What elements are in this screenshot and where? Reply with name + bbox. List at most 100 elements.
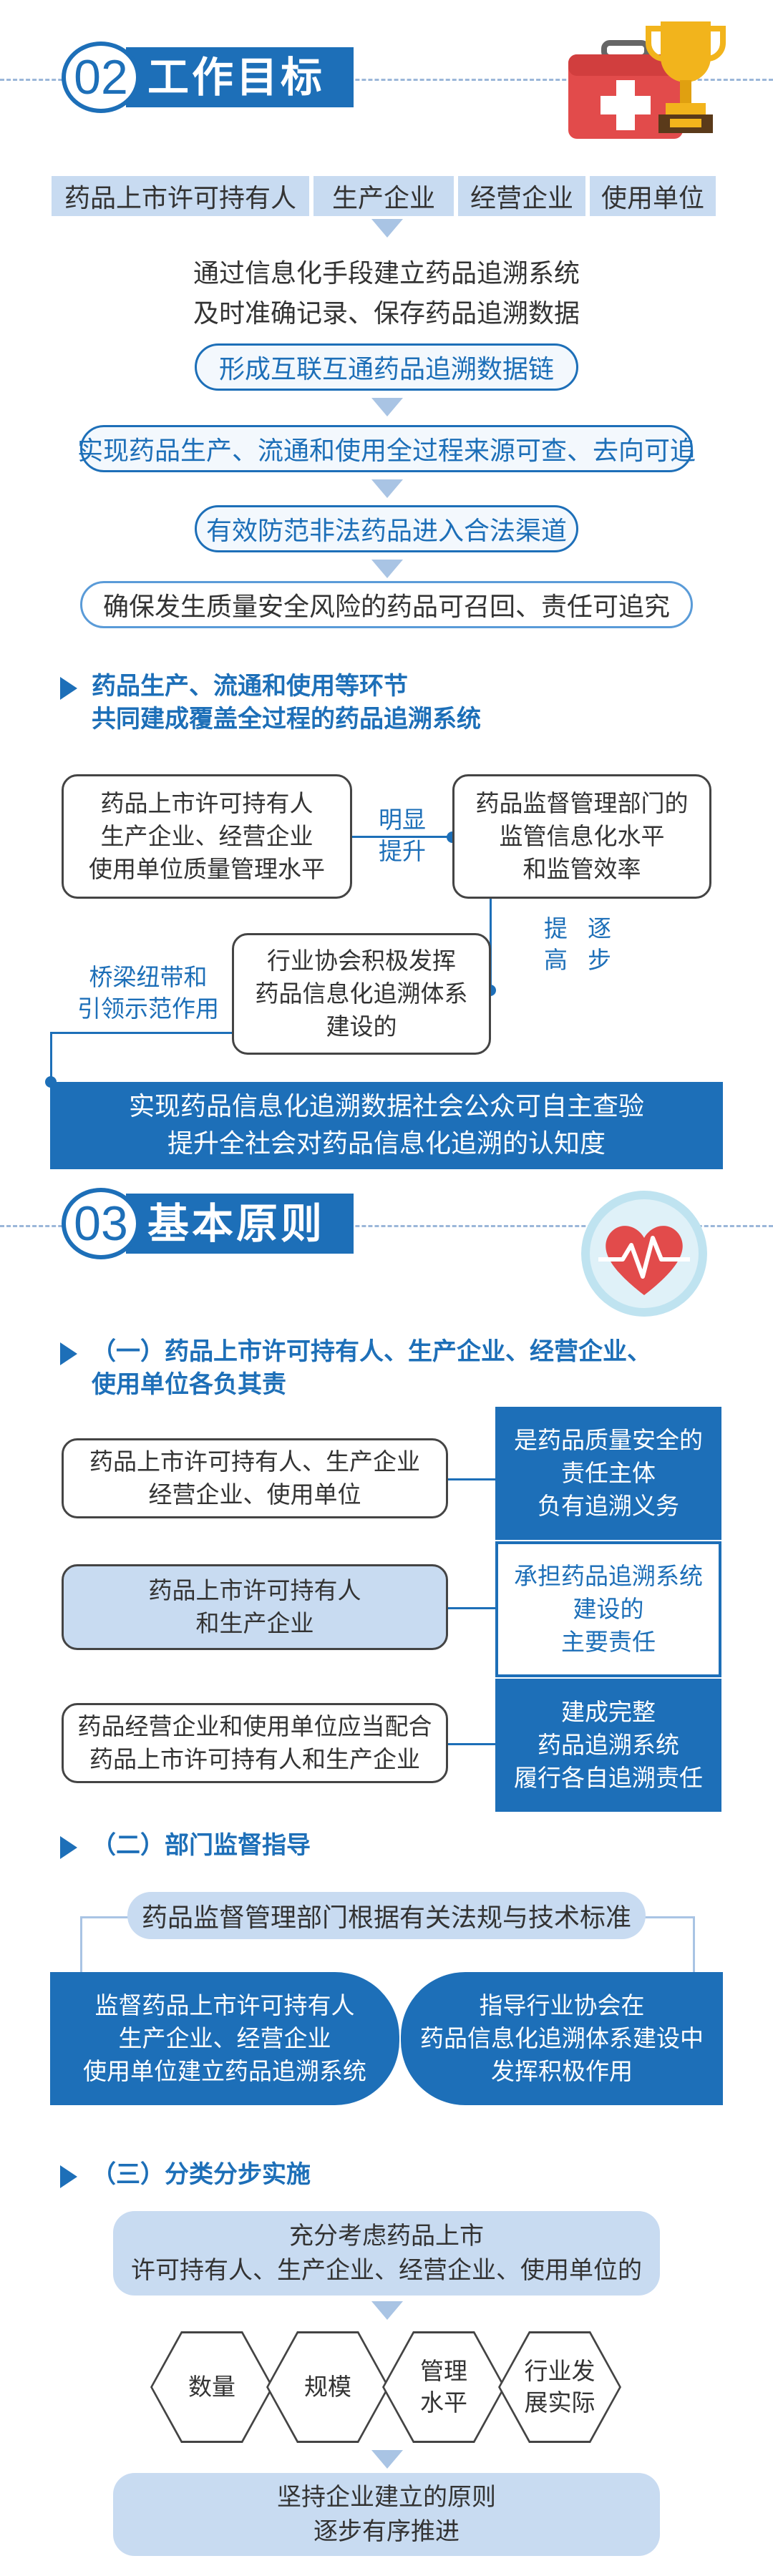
box-line: 主要责任 — [498, 1626, 719, 1659]
subsection-heading: 药品生产、流通和使用等环节 共同建成覆盖全过程的药品追溯系统 — [92, 670, 481, 736]
box-enterprise-quality: 药品上市许可持有人 生产企业、经营企业 使用单位质量管理水平 — [62, 774, 352, 899]
banner-line: 提升全社会对药品信息化追溯的认知度 — [50, 1126, 723, 1163]
factor-hexagon: 规模 — [266, 2331, 389, 2443]
connector-line — [352, 836, 452, 838]
goal-pill: 确保发生质量安全风险的药品可召回、责任可追究 — [80, 581, 693, 628]
box-line: 充分考虑药品上市 — [113, 2219, 660, 2253]
box-line: 责任主体 — [495, 1457, 721, 1490]
subsection-heading: （三）分类分步实施 — [92, 2158, 311, 2191]
tab-user-unit: 使用单位 — [590, 176, 716, 216]
link-char: 逐 — [588, 914, 611, 942]
hex-label: 规模 — [304, 2371, 351, 2403]
link-label-bridge: 桥梁纽带和 引领示范作用 — [66, 962, 230, 1025]
hex-label: 展实际 — [525, 2387, 595, 2419]
duty-left-box: 药品上市许可持有人、生产企业 经营企业、使用单位 — [62, 1438, 448, 1518]
link-char: 提 — [544, 914, 568, 942]
box-line: 负有追溯义务 — [495, 1490, 721, 1523]
section-02-header: 02 工作目标 — [62, 42, 354, 113]
arrow-icon — [371, 219, 403, 238]
subject-tabs: 药品上市许可持有人 生产企业 经营企业 使用单位 — [52, 176, 716, 216]
hex-label: 水平 — [420, 2387, 467, 2419]
bullet-triangle-icon — [60, 1342, 77, 1365]
arrow-icon — [371, 560, 403, 578]
box-line: 药品上市许可持有人 — [101, 787, 313, 820]
box-line: 承担药品追溯系统 — [498, 1560, 719, 1593]
intro-line: 及时准确记录、保存药品追溯数据 — [0, 296, 773, 332]
box-line: 药品上市许可持有人、生产企业 — [89, 1445, 420, 1478]
subsection-heading: （一）药品上市许可持有人、生产企业、经营企业、 使用单位各负其责 — [92, 1335, 651, 1401]
dept-supervise-box: 监督药品上市许可持有人 生产企业、经营企业 使用单位建立药品追溯系统 — [50, 1972, 399, 2105]
principle-box: 坚持企业建立的原则 逐步有序推进 — [113, 2473, 660, 2556]
box-line: 监督药品上市许可持有人 — [50, 1989, 399, 2022]
link-label-step: 提逐 高步 — [544, 913, 618, 976]
hex-label: 数量 — [188, 2371, 235, 2403]
connector-line — [448, 1607, 495, 1609]
heart-pulse-icon — [578, 1188, 710, 1319]
box-line: 是药品质量安全的 — [495, 1424, 721, 1457]
box-line: 药品追溯系统 — [495, 1729, 721, 1762]
hex-label: 管理 — [420, 2356, 467, 2387]
link-char: 高 — [544, 946, 568, 974]
dept-guide-box: 指导行业协会在 药品信息化追溯体系建设中 发挥积极作用 — [401, 1972, 723, 2105]
subsection-heading-line: （一）药品上市许可持有人、生产企业、经营企业、 — [92, 1335, 651, 1368]
box-line: 药品信息化追溯体系 — [256, 977, 468, 1010]
connector-line — [50, 1032, 232, 1034]
factor-hexagon: 行业发展实际 — [498, 2331, 621, 2443]
box-line: 建设的 — [326, 1010, 397, 1043]
connector-line — [448, 1743, 495, 1745]
section-number: 03 — [62, 1188, 140, 1259]
duty-left-box: 药品经营企业和使用单位应当配合 药品上市许可持有人和生产企业 — [62, 1703, 448, 1783]
link-char: 步 — [588, 946, 611, 974]
hex-label: 行业发 — [525, 2356, 595, 2387]
box-line: 使用单位质量管理水平 — [89, 853, 325, 886]
arrow-icon — [371, 2450, 403, 2469]
bullet-triangle-icon — [60, 677, 77, 700]
duty-right-box: 是药品质量安全的 责任主体 负有追溯义务 — [495, 1407, 721, 1540]
goal-pill: 实现药品生产、流通和使用全过程来源可查、去向可追 — [80, 425, 693, 472]
box-regulator-efficiency: 药品监督管理部门的 监管信息化水平 和监管效率 — [452, 774, 711, 899]
bullet-triangle-icon — [60, 2165, 77, 2188]
bullet-triangle-icon — [60, 1836, 77, 1859]
consider-box: 充分考虑药品上市 许可持有人、生产企业、经营企业、使用单位的 — [113, 2211, 660, 2296]
box-line: 行业协会积极发挥 — [267, 945, 456, 977]
box-line: 许可持有人、生产企业、经营企业、使用单位的 — [113, 2253, 660, 2288]
box-line: 发挥积极作用 — [401, 2055, 723, 2088]
section-title: 工作目标 — [126, 47, 354, 107]
factor-hexagon: 数量 — [150, 2331, 273, 2443]
box-line: 和监管效率 — [523, 853, 641, 886]
section-03-header: 03 基本原则 — [62, 1188, 354, 1259]
duty-right-box: 承担药品追溯系统 建设的 主要责任 — [495, 1541, 721, 1677]
tab-mah: 药品上市许可持有人 — [52, 176, 309, 216]
box-line: 药品信息化追溯体系建设中 — [401, 2022, 723, 2055]
subsection-heading-line: 药品生产、流通和使用等环节 — [92, 670, 481, 703]
tab-distributor: 经营企业 — [458, 176, 585, 216]
box-line: 药品监督管理部门的 — [476, 787, 689, 820]
box-line: 指导行业协会在 — [401, 1989, 723, 2022]
arrow-icon — [371, 398, 403, 416]
banner-line: 实现药品信息化追溯数据社会公众可自主查验 — [50, 1088, 723, 1126]
box-line: 逐步有序推进 — [113, 2514, 660, 2549]
box-line: 药品上市许可持有人和生产企业 — [89, 1743, 420, 1776]
box-industry-association: 行业协会积极发挥 药品信息化追溯体系 建设的 — [232, 933, 491, 1055]
dept-basis-pill: 药品监督管理部门根据有关法规与技术标准 — [127, 1892, 646, 1939]
box-line: 使用单位建立药品追溯系统 — [50, 2055, 399, 2088]
arrow-icon — [371, 479, 403, 498]
link-line: 明显 — [366, 804, 438, 836]
duty-right-box: 建成完整 药品追溯系统 履行各自追溯责任 — [495, 1679, 721, 1812]
intro-line: 通过信息化手段建立药品追溯系统 — [0, 256, 773, 292]
tab-producer: 生产企业 — [313, 176, 454, 216]
link-line: 提升 — [366, 836, 438, 867]
connector-line — [693, 1916, 695, 1981]
box-line: 建设的 — [498, 1593, 719, 1626]
goal-pill: 形成互联互通药品追溯数据链 — [195, 343, 578, 391]
section-title: 基本原则 — [126, 1194, 354, 1254]
subsection-heading-line: 使用单位各负其责 — [92, 1368, 651, 1401]
box-line: 药品经营企业和使用单位应当配合 — [78, 1710, 432, 1743]
box-line: 和生产企业 — [196, 1607, 314, 1640]
goal-banner: 实现药品信息化追溯数据社会公众可自主查验 提升全社会对药品信息化追溯的认知度 — [50, 1082, 723, 1169]
box-line: 建成完整 — [495, 1696, 721, 1729]
trophy-icon — [643, 14, 729, 136]
link-line: 引领示范作用 — [66, 993, 230, 1025]
link-line: 桥梁纽带和 — [66, 962, 230, 993]
box-line: 监管信息化水平 — [500, 820, 665, 853]
